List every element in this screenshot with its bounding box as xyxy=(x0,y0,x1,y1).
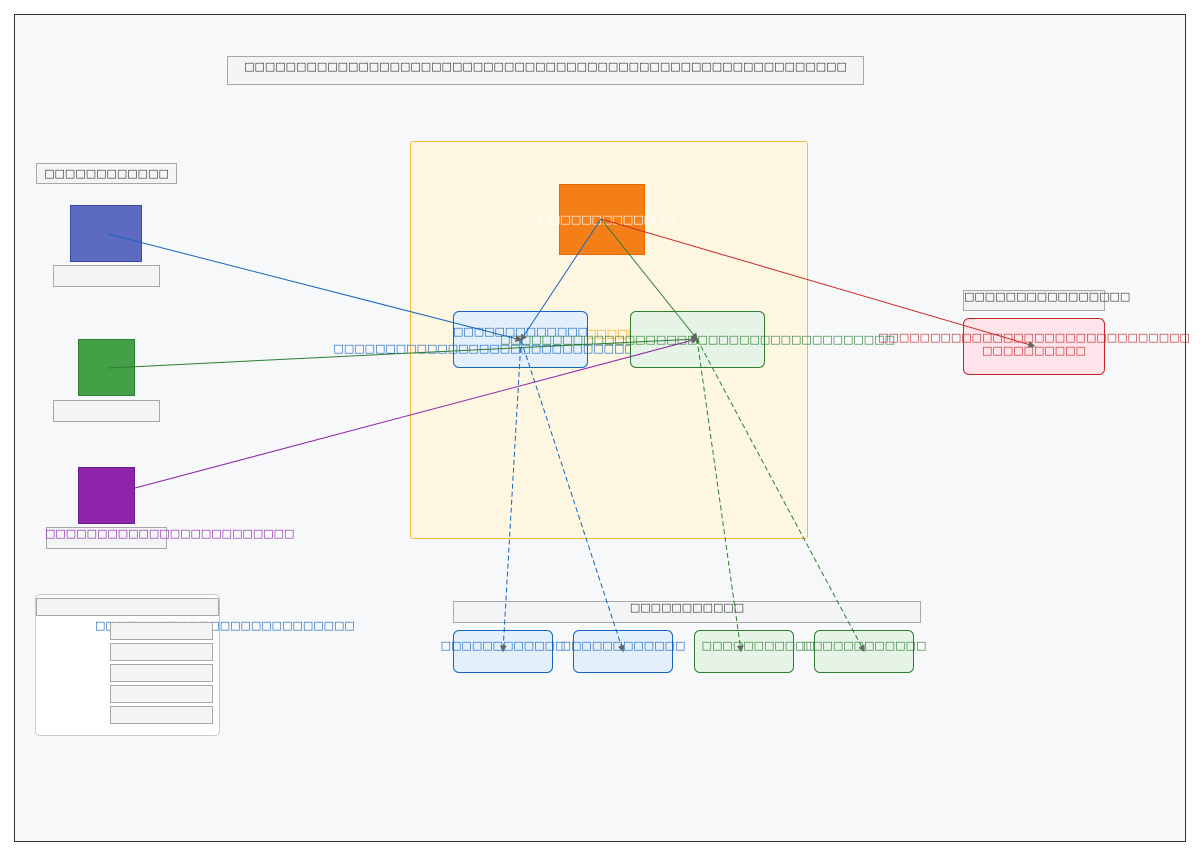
output-node-4-label: □□□□□□□□□□□□ xyxy=(801,639,927,652)
client-node-3-caption: □□□□□□□□□□□□□□□□□□□□□□□□ xyxy=(45,527,294,549)
external-node-line2: □□□□□□□□□□ xyxy=(982,344,1086,357)
legend-title xyxy=(36,598,219,616)
hub-label: □□□□□□□□□□□□□□ xyxy=(529,213,675,226)
legend-row-3 xyxy=(110,664,213,682)
output-node-1-label: □□□□□□□□□□□□ xyxy=(440,639,566,652)
legend-row-5 xyxy=(110,706,213,724)
client-node-2[interactable] xyxy=(78,339,135,396)
diagram-title: □□□□□□□□□□□□□□□□□□□□□□□□□□□□□□□□□□□□□□□□… xyxy=(227,56,864,85)
client-node-3[interactable] xyxy=(78,467,135,524)
legend-row-4 xyxy=(110,685,213,703)
external-node[interactable]: □□□□□□□□□□□□□□□□□□□□□□□□□□□□□□ □□□□□□□□□… xyxy=(878,318,1190,375)
service-node-b-label: □□□□□□□□□□□□□□□□□□□□□□□□□□□□□□□□□□□□□□ xyxy=(500,333,895,346)
hub-node[interactable]: □□□□□□□□□□□□□□ xyxy=(529,184,675,255)
output-node-2[interactable]: □□□□□□□□□□□□ xyxy=(561,630,685,673)
legend-row-2 xyxy=(110,643,213,661)
client-node-1-caption xyxy=(53,265,160,287)
external-node-line1: □□□□□□□□□□□□□□□□□□□□□□□□□□□□□□ xyxy=(878,331,1190,344)
legend-row-1 xyxy=(110,622,213,640)
client-node-1[interactable] xyxy=(70,205,142,262)
output-node-3[interactable]: □□□□□□□□□□□□ xyxy=(694,630,826,673)
output-node-2-label: □□□□□□□□□□□□ xyxy=(560,639,686,652)
output-node-4[interactable]: □□□□□□□□□□□□ xyxy=(802,630,926,673)
client-node-2-caption xyxy=(53,400,160,422)
right-header: □□□□□□□□□□□□□□□□ xyxy=(963,290,1130,311)
left-header: □□□□□□□□□□□□ xyxy=(36,163,177,184)
output-node-1[interactable]: □□□□□□□□□□□□ xyxy=(441,630,565,673)
bottom-header: □□□□□□□□□□□ xyxy=(453,601,921,623)
service-node-b[interactable]: □□□□□□□□□□□□□□□□□□□□□□□□□□□□□□□□□□□□□□ xyxy=(500,311,895,368)
